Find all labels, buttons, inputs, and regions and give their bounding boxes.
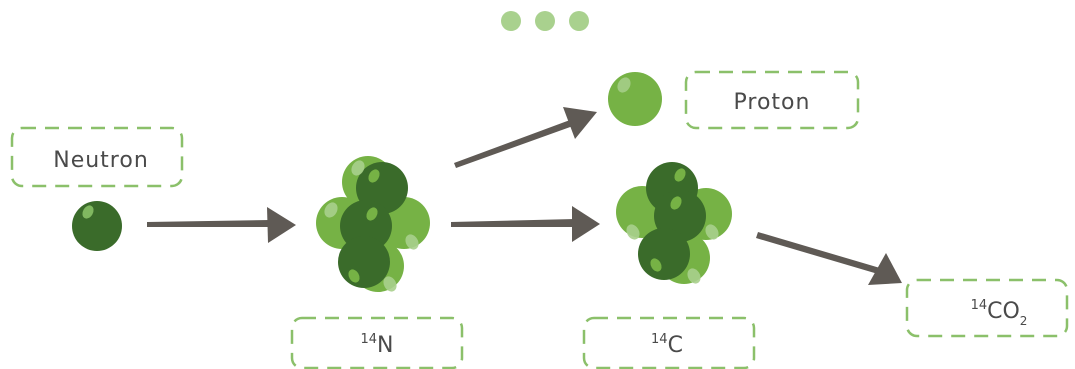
c14-label-text: 14C xyxy=(651,332,683,358)
n14-label: 14N xyxy=(290,316,464,369)
n14-nucleus xyxy=(316,156,430,292)
arrow-n14-to-c14 xyxy=(451,206,600,242)
c14-superscript: 14 xyxy=(651,332,668,347)
co2-superscript: 14 xyxy=(971,298,988,313)
n14-label-text: 14N xyxy=(360,332,393,358)
neutron-label: Neutron xyxy=(10,126,184,188)
arrow-to-proton xyxy=(454,107,597,168)
n14-base: N xyxy=(377,333,393,358)
co2-base: CO xyxy=(987,299,1020,324)
c14-label: 14C xyxy=(582,316,756,369)
neutron-particle xyxy=(72,201,122,251)
dots-indicator xyxy=(501,11,589,31)
co2-label-text: 14CO2 xyxy=(971,298,1028,328)
c14-base: C xyxy=(668,333,683,358)
n14-superscript: 14 xyxy=(360,332,377,347)
dot-3 xyxy=(569,11,589,31)
proton-particle xyxy=(608,72,662,126)
proton-label-text: Proton xyxy=(734,90,811,115)
neutron-label-text: Neutron xyxy=(53,148,149,173)
arrow-neutron-to-n14 xyxy=(147,207,296,243)
c14-nucleus xyxy=(616,162,732,284)
dot-2 xyxy=(535,11,555,31)
co2-subscript: 2 xyxy=(1020,314,1028,328)
dot-1 xyxy=(501,11,521,31)
co2-label: 14CO2 xyxy=(905,278,1069,338)
arrow-c14-to-co2 xyxy=(756,232,902,285)
proton-label: Proton xyxy=(684,70,860,130)
